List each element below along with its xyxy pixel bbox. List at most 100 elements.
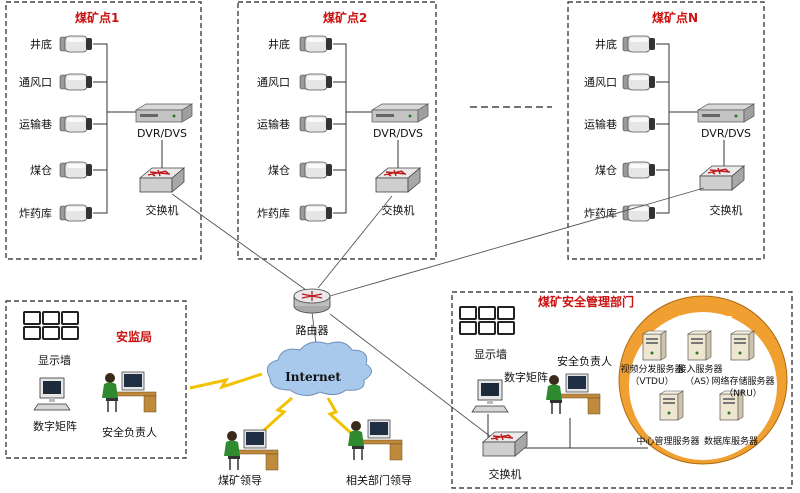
leader-icon (223, 429, 279, 471)
coal-leader-label: 煤矿领导 (218, 474, 262, 487)
nru-label: 网络存储服务器 (711, 375, 774, 387)
safety-officer-label: 安全负责人 (557, 354, 612, 368)
db-label: 数据库服务器 (704, 435, 758, 447)
mine-site-n-title: 煤矿点N (652, 10, 698, 25)
dept-leader-icon (347, 419, 403, 461)
camera-icon (59, 161, 93, 179)
vtdu-server-icon (642, 330, 667, 361)
camera-icon (622, 73, 656, 91)
camera-label-magazine: 炸药库 (584, 207, 617, 220)
digital-matrix-pc-icon (33, 377, 71, 411)
lightning-icon (326, 397, 354, 436)
department-leader: 相关部门领导 (346, 419, 412, 487)
router-icon (293, 288, 331, 314)
display-wall-icon (23, 311, 79, 340)
camera-label-shaft-bottom: 井底 (595, 37, 617, 51)
display-wall-label: 显示墙 (474, 347, 507, 361)
coal-mine-leader: 煤矿领导 (218, 429, 279, 487)
camera-label-haulage: 运输巷 (19, 117, 52, 131)
mine-site-n-boundary (567, 1, 765, 260)
mine-site-2: 煤矿点2 井底 通风口 运输巷 煤仓 炸药库 DVR/DVS 交换机 (237, 1, 437, 260)
management-dept-boundary (451, 291, 793, 489)
mine-site-2-boundary (237, 1, 437, 260)
mine-site-2-camera-bus (333, 43, 376, 214)
camera-icon (299, 35, 333, 53)
safety-bureau-title: 安监局 (116, 329, 152, 344)
camera-label-shaft-bottom: 井底 (30, 37, 52, 51)
cms-server-icon (659, 390, 684, 421)
management-dept: 煤矿安全管理部门 显示墙 数字矩阵 安全负责人 交换机 中心服务器 视频分发服务… (451, 291, 793, 489)
link-siten-router (329, 187, 705, 297)
safety-bureau: 安监局 显示墙 数字矩阵 安全负责人 (5, 300, 187, 459)
internet-cloud: Internet (266, 341, 372, 396)
camera-label-bunker: 煤仓 (595, 163, 617, 177)
as-label: 接入服务器 (677, 363, 722, 375)
management-lan (487, 414, 648, 449)
digital-matrix-pc-icon (471, 379, 509, 413)
link-site1-router (171, 193, 307, 291)
management-title: 煤矿安全管理部门 (538, 294, 634, 309)
switch-label: 交换机 (146, 203, 179, 217)
camera-icon (59, 35, 93, 53)
nru-server-icon (730, 330, 755, 361)
camera-label-haulage: 运输巷 (584, 117, 617, 131)
lightning-icon (189, 372, 263, 390)
camera-label-magazine: 炸药库 (19, 207, 52, 220)
camera-icon (622, 161, 656, 179)
safety-bureau-boundary (5, 300, 187, 459)
mine-site-2-title: 煤矿点2 (323, 10, 367, 25)
switch-label: 交换机 (710, 203, 743, 217)
digital-matrix-label: 数字矩阵 (33, 419, 77, 433)
camera-label-vent: 通风口 (257, 76, 290, 89)
vtdu-abbr: （VTDU） (630, 376, 673, 387)
as-server-icon (687, 330, 712, 361)
display-wall-icon (459, 306, 515, 335)
camera-icon (622, 115, 656, 133)
display-wall-label: 显示墙 (38, 353, 71, 367)
camera-icon (299, 73, 333, 91)
mine-site-n-camera-bus (656, 43, 702, 214)
lightning-icon (260, 396, 293, 434)
dvr-icon (135, 103, 193, 123)
operator-icon (101, 371, 157, 413)
dvr-label: DVR/DVS (373, 127, 423, 140)
router-label: 路由器 (296, 323, 329, 337)
central-server-title: 中心服务器 (673, 314, 734, 329)
camera-icon (299, 204, 333, 222)
camera-icon (622, 204, 656, 222)
camera-icon (622, 35, 656, 53)
switch-icon (139, 167, 185, 193)
camera-label-bunker: 煤仓 (268, 163, 290, 177)
camera-label-shaft-bottom: 井底 (268, 37, 290, 51)
camera-icon (59, 73, 93, 91)
management-switch-label: 交换机 (489, 467, 522, 481)
camera-icon (299, 115, 333, 133)
nru-abbr: （NRU） (724, 388, 762, 399)
camera-icon (299, 161, 333, 179)
safety-officer-label: 安全负责人 (102, 425, 157, 439)
wireless-links (189, 372, 354, 436)
camera-icon (59, 115, 93, 133)
camera-label-vent: 通风口 (19, 76, 52, 89)
operator-icon (545, 373, 601, 415)
dvr-icon (697, 103, 755, 123)
digital-matrix-label: 数字矩阵 (504, 370, 548, 384)
mine-site-n: 煤矿点N 井底 通风口 运输巷 煤仓 炸药库 DVR/DVS 交换机 (567, 1, 765, 260)
camera-label-vent: 通风口 (584, 76, 617, 89)
dept-leader-label: 相关部门领导 (346, 473, 412, 487)
camera-label-haulage: 运输巷 (257, 117, 290, 131)
link-router-management (329, 313, 496, 441)
internet-label: Internet (285, 370, 341, 384)
camera-label-bunker: 煤仓 (30, 163, 52, 177)
camera-icon (59, 204, 93, 222)
central-server-group: 中心服务器 视频分发服务器 （VTDU） 接入服务器 （AS） 网络存储服务器 … (618, 295, 788, 465)
dvr-label: DVR/DVS (137, 127, 187, 140)
as-abbr: （AS） (685, 376, 715, 387)
cms-label: 中心管理服务器 (636, 435, 699, 447)
switch-icon (699, 165, 745, 191)
switch-icon (375, 167, 421, 193)
dvr-icon (371, 103, 429, 123)
mine-site-1-boundary (5, 1, 202, 260)
vtdu-label: 视频分发服务器 (620, 363, 683, 375)
camera-label-magazine: 炸药库 (257, 207, 290, 220)
